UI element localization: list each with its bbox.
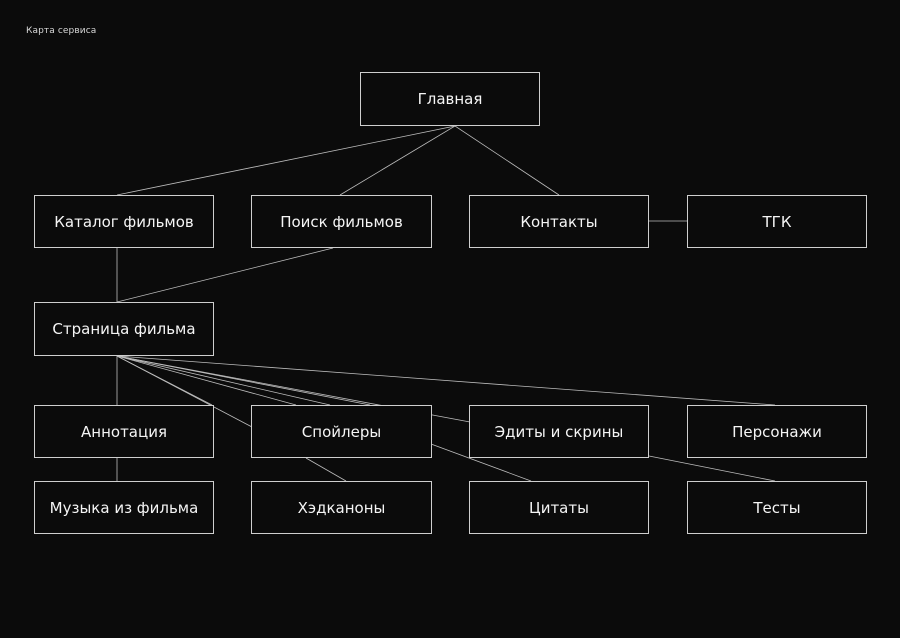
- node-tgk: ТГК: [687, 195, 867, 248]
- link-home-catalog: [116, 125, 456, 196]
- link-film-characters: [116, 355, 776, 406]
- node-tests: Тесты: [687, 481, 867, 534]
- node-quotes: Цитаты: [469, 481, 649, 534]
- node-contacts: Контакты: [469, 195, 649, 248]
- link-edits-tests: [648, 455, 776, 482]
- link-film-spoilers-3: [116, 355, 331, 406]
- node-catalog: Каталог фильмов: [34, 195, 214, 248]
- link-spoilers-quotes: [430, 443, 532, 482]
- node-annotation: Аннотация: [34, 405, 214, 458]
- node-spoilers: Спойлеры: [251, 405, 432, 458]
- node-edits: Эдиты и скрины: [469, 405, 649, 458]
- node-home: Главная: [360, 72, 540, 126]
- node-music: Музыка из фильма: [34, 481, 214, 534]
- link-home-search: [339, 125, 456, 196]
- link-spoilers-headcanons: [305, 457, 347, 482]
- link-home-contacts: [454, 125, 560, 196]
- node-film-page: Страница фильма: [34, 302, 214, 356]
- link-search-film: [116, 247, 334, 303]
- node-characters: Персонажи: [687, 405, 867, 458]
- link-film-spoilers-2: [116, 355, 297, 406]
- node-headcanons: Хэдканоны: [251, 481, 432, 534]
- node-search: Поиск фильмов: [251, 195, 432, 248]
- page-title: Карта сервиса: [26, 26, 97, 36]
- link-film-spoilers: [116, 355, 253, 428]
